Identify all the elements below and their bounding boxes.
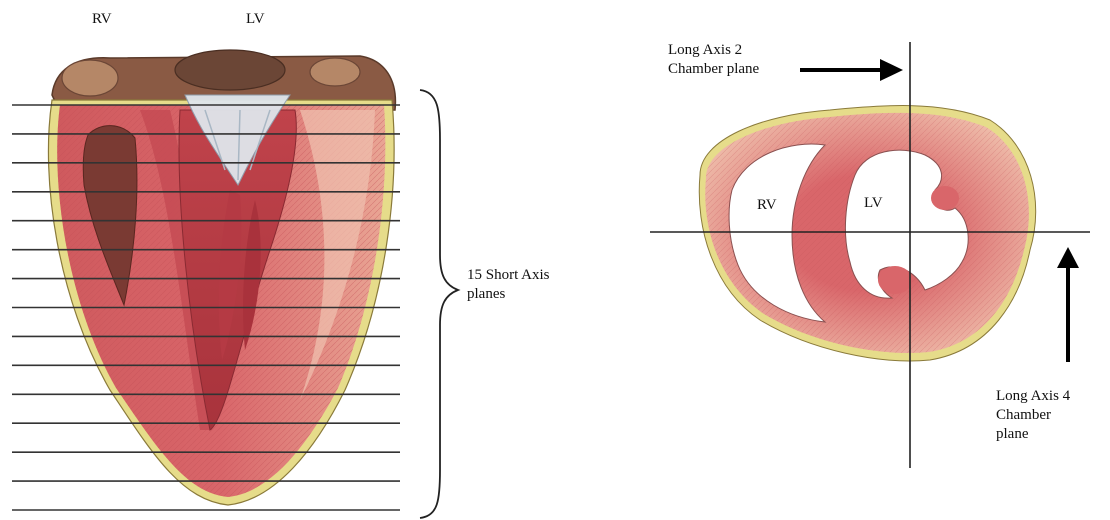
right-rv-label: RV (757, 196, 777, 215)
heart-short-axis-section (699, 106, 1035, 361)
arrow-right-icon (800, 59, 903, 81)
arrow-up-icon (1057, 247, 1079, 362)
papillary-muscle-b (878, 266, 912, 294)
left-rv-label: RV (92, 10, 112, 29)
right-lv-label: LV (864, 194, 883, 213)
long-axis-2-label: Long Axis 2 Chamber plane (668, 41, 759, 79)
aortic-root (175, 50, 285, 90)
papillary-muscle-a (931, 186, 959, 210)
left-lv-label: LV (246, 10, 265, 29)
long-axis-4-label: Long Axis 4 Chamber plane (996, 387, 1070, 444)
left-atrial-root (310, 58, 360, 86)
short-axis-planes-label: 15 Short Axis planes (467, 266, 550, 304)
planes-bracket (420, 90, 458, 518)
pulmonary-root (62, 60, 118, 96)
heart-longitudinal-section (48, 50, 395, 505)
